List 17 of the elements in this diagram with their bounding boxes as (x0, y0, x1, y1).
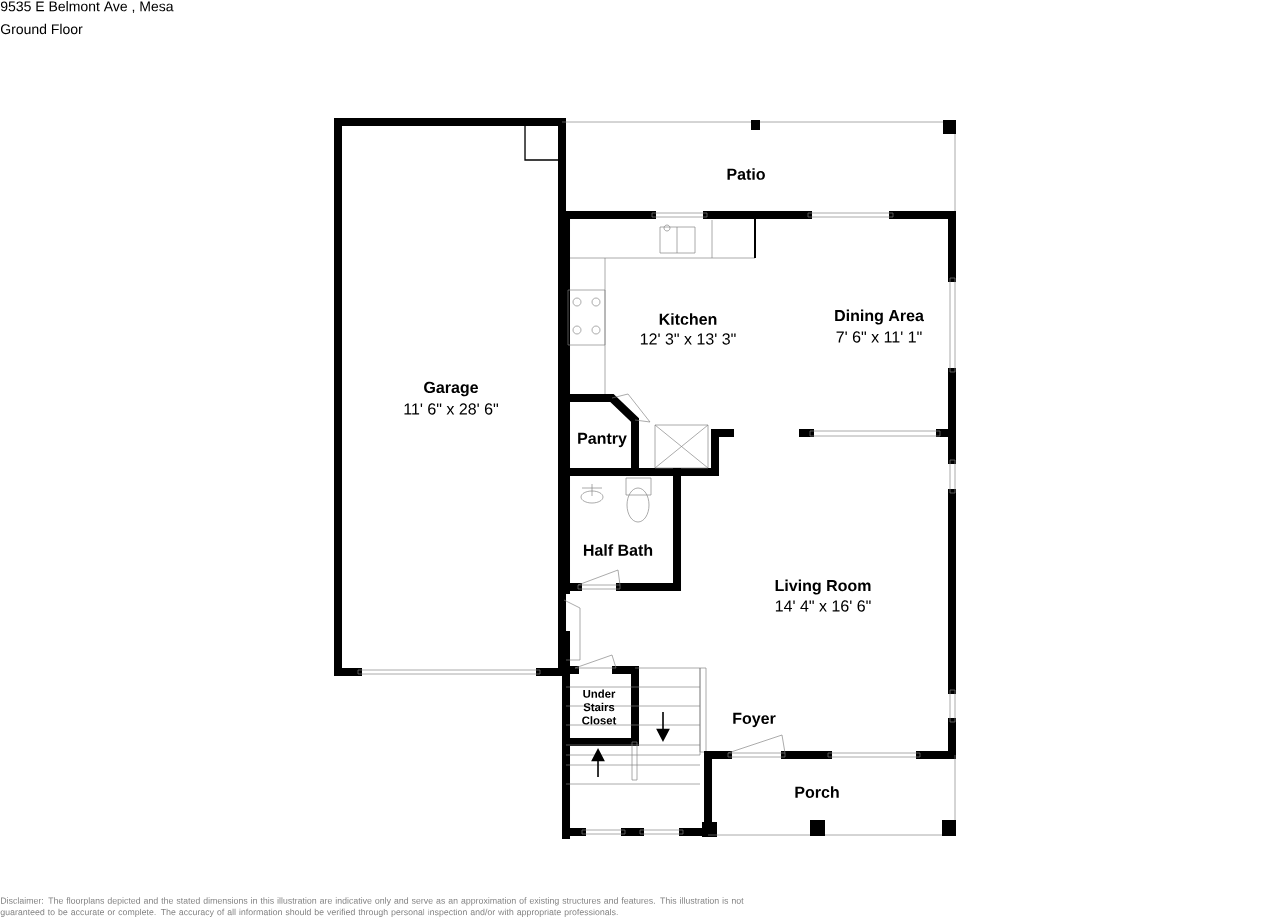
room-dimensions: 12' 3" x 13' 3" (640, 333, 736, 345)
room-name: Garage (424, 381, 478, 397)
room-name: Half Bath (583, 544, 653, 556)
room-name: Living Room (775, 579, 871, 595)
floor-label: Ground Floor (1, 23, 83, 35)
room-name: Dining Area (835, 309, 924, 325)
room-name: Kitchen (659, 313, 717, 325)
room-name: Under Stairs Closet (582, 689, 617, 725)
room-name: Patio (727, 168, 765, 180)
address-title: 9535 E Belmont Ave , Mesa (0, 1, 174, 13)
disclaimer-text: Disclaimer: The floorplans depicted and the stated dimensions in this illustration are indicative only and serve as an approximation of existing structures and features. This illustration is not guaranteed to be accurate or complete. The accuracy of all information should be verified through personal inspection and/or with appropriate professionals. (0, 897, 744, 917)
room-dimensions: 7' 6" x 11' 1" (836, 331, 922, 343)
room-name: Foyer (733, 712, 776, 728)
room-name: Porch (795, 786, 839, 798)
room-dimensions: 11' 6" x 28' 6" (404, 403, 499, 415)
room-name: Pantry (578, 432, 627, 448)
room-dimensions: 14' 4" x 16' 6" (775, 600, 871, 612)
